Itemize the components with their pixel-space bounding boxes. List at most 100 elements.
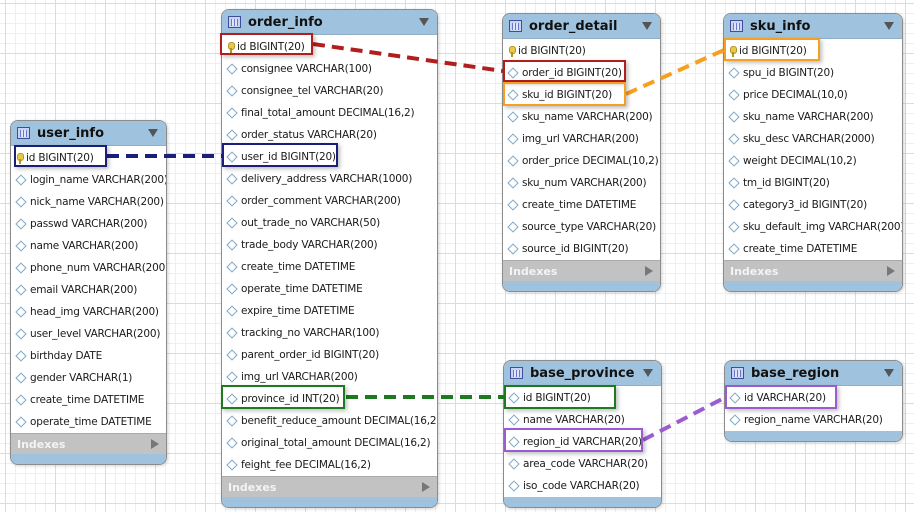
column-row[interactable]: iso_code VARCHAR(20) xyxy=(504,475,661,497)
column-row[interactable]: sku_desc VARCHAR(2000) xyxy=(724,128,902,150)
column-row[interactable]: id VARCHAR(20) xyxy=(725,387,902,409)
column-row[interactable]: create_time DATETIME xyxy=(222,256,437,278)
column-text: consignee_tel VARCHAR(20) xyxy=(241,85,384,97)
column-row[interactable]: sku_num VARCHAR(200) xyxy=(503,172,660,194)
column-diamond-icon xyxy=(728,133,740,145)
column-text: email VARCHAR(200) xyxy=(30,284,138,296)
column-row[interactable]: expire_time DATETIME xyxy=(222,300,437,322)
column-row[interactable]: category3_id BIGINT(20) xyxy=(724,194,902,216)
column-row[interactable]: id BIGINT(20) xyxy=(222,36,437,58)
table-sku-info[interactable]: sku_info id BIGINT(20) spu_id BIGINT(20) p… xyxy=(723,13,903,292)
column-row[interactable]: price DECIMAL(10,0) xyxy=(724,84,902,106)
column-row[interactable]: nick_name VARCHAR(200) xyxy=(11,191,166,213)
table-header[interactable]: user_info xyxy=(11,121,166,146)
column-row[interactable]: name VARCHAR(20) xyxy=(504,409,661,431)
column-row[interactable]: id BIGINT(20) xyxy=(11,147,166,169)
column-row[interactable]: email VARCHAR(200) xyxy=(11,279,166,301)
column-row[interactable]: order_comment VARCHAR(200) xyxy=(222,190,437,212)
column-row[interactable]: create_time DATETIME xyxy=(503,194,660,216)
column-row[interactable]: passwd VARCHAR(200) xyxy=(11,213,166,235)
column-row[interactable]: operate_time DATETIME xyxy=(222,278,437,300)
column-row[interactable]: consignee_tel VARCHAR(20) xyxy=(222,80,437,102)
column-row[interactable]: order_price DECIMAL(10,2) xyxy=(503,150,660,172)
table-title: sku_info xyxy=(750,18,811,34)
table-header[interactable]: order_info xyxy=(222,10,437,35)
table-header[interactable]: base_province xyxy=(504,361,661,386)
column-row[interactable]: sku_id BIGINT(20) xyxy=(503,84,660,106)
table-order-detail[interactable]: order_detail id BIGINT(20)order_id BIGIN… xyxy=(502,13,661,292)
table-header[interactable]: sku_info xyxy=(724,14,902,39)
column-row[interactable]: gender VARCHAR(1) xyxy=(11,367,166,389)
collapse-arrow-icon[interactable] xyxy=(643,369,653,377)
table-base-province[interactable]: base_province id BIGINT(20)name VARCHAR(… xyxy=(503,360,662,508)
column-row[interactable]: phone_num VARCHAR(200) xyxy=(11,257,166,279)
column-row[interactable]: head_img VARCHAR(200) xyxy=(11,301,166,323)
column-row[interactable]: feight_fee DECIMAL(16,2) xyxy=(222,454,437,476)
table-base-region[interactable]: base_region id VARCHAR(20)region_name VA… xyxy=(724,360,903,442)
table-icon xyxy=(510,367,523,379)
column-row[interactable]: parent_order_id BIGINT(20) xyxy=(222,344,437,366)
column-row[interactable]: img_url VARCHAR(200) xyxy=(222,366,437,388)
column-text: sku_id BIGINT(20) xyxy=(522,89,613,101)
table-header[interactable]: order_detail xyxy=(503,14,660,39)
column-diamond-icon xyxy=(15,416,27,428)
column-row[interactable]: source_type VARCHAR(20) xyxy=(503,216,660,238)
column-row[interactable]: user_id BIGINT(20) xyxy=(222,146,437,168)
column-diamond-icon xyxy=(507,111,519,123)
indexes-bar[interactable]: Indexes xyxy=(503,260,660,281)
column-row[interactable]: tm_id BIGINT(20) xyxy=(724,172,902,194)
column-row[interactable]: weight DECIMAL(10,2) xyxy=(724,150,902,172)
column-row[interactable]: sku_name VARCHAR(200) xyxy=(724,106,902,128)
column-row[interactable]: sku_name VARCHAR(200) xyxy=(503,106,660,128)
column-row[interactable]: create_time DATETIME xyxy=(11,389,166,411)
collapse-arrow-icon[interactable] xyxy=(884,22,894,30)
column-row[interactable]: id BIGINT(20) xyxy=(724,40,902,62)
column-row[interactable]: birthday DATE xyxy=(11,345,166,367)
column-text: feight_fee DECIMAL(16,2) xyxy=(241,459,371,471)
column-row[interactable]: operate_time DATETIME xyxy=(11,411,166,433)
column-row[interactable]: region_name VARCHAR(20) xyxy=(725,409,902,431)
column-diamond-icon xyxy=(728,155,740,167)
collapse-arrow-icon[interactable] xyxy=(884,369,894,377)
expand-arrow-icon[interactable] xyxy=(645,266,653,276)
column-row[interactable]: order_id BIGINT(20) xyxy=(503,62,660,84)
table-title: base_region xyxy=(751,365,840,381)
column-row[interactable]: consignee VARCHAR(100) xyxy=(222,58,437,80)
column-row[interactable]: order_status VARCHAR(20) xyxy=(222,124,437,146)
column-row[interactable]: spu_id BIGINT(20) xyxy=(724,62,902,84)
column-row[interactable]: source_id BIGINT(20) xyxy=(503,238,660,260)
column-row[interactable]: final_total_amount DECIMAL(16,2) xyxy=(222,102,437,124)
collapse-arrow-icon[interactable] xyxy=(419,18,429,26)
collapse-arrow-icon[interactable] xyxy=(642,22,652,30)
column-row[interactable]: user_level VARCHAR(200) xyxy=(11,323,166,345)
column-row[interactable]: province_id INT(20) xyxy=(222,388,437,410)
column-row[interactable]: name VARCHAR(200) xyxy=(11,235,166,257)
expand-arrow-icon[interactable] xyxy=(887,266,895,276)
column-row[interactable]: tracking_no VARCHAR(100) xyxy=(222,322,437,344)
expand-arrow-icon[interactable] xyxy=(422,482,430,492)
indexes-bar[interactable]: Indexes xyxy=(724,260,902,281)
collapse-arrow-icon[interactable] xyxy=(148,129,158,137)
column-row[interactable]: sku_default_img VARCHAR(200) xyxy=(724,216,902,238)
expand-arrow-icon[interactable] xyxy=(151,439,159,449)
column-row[interactable]: region_id VARCHAR(20) xyxy=(504,431,661,453)
column-row[interactable]: out_trade_no VARCHAR(50) xyxy=(222,212,437,234)
column-row[interactable]: id BIGINT(20) xyxy=(504,387,661,409)
indexes-bar[interactable]: Indexes xyxy=(11,433,166,454)
table-user-info[interactable]: user_info id BIGINT(20)login_name VARCHA… xyxy=(10,120,167,465)
column-row[interactable]: original_total_amount DECIMAL(16,2) xyxy=(222,432,437,454)
column-row[interactable]: create_time DATETIME xyxy=(724,238,902,260)
column-row[interactable]: login_name VARCHAR(200) xyxy=(11,169,166,191)
column-row[interactable]: area_code VARCHAR(20) xyxy=(504,453,661,475)
column-text: tracking_no VARCHAR(100) xyxy=(241,327,380,339)
column-row[interactable]: trade_body VARCHAR(200) xyxy=(222,234,437,256)
column-row[interactable]: img_url VARCHAR(200) xyxy=(503,128,660,150)
indexes-bar[interactable]: Indexes xyxy=(222,476,437,497)
column-text: spu_id BIGINT(20) xyxy=(743,67,834,79)
column-row[interactable]: id BIGINT(20) xyxy=(503,40,660,62)
column-row[interactable]: delivery_address VARCHAR(1000) xyxy=(222,168,437,190)
column-text: category3_id BIGINT(20) xyxy=(743,199,868,211)
table-order-info[interactable]: order_info id BIGINT(20)consignee VARCHA… xyxy=(221,9,438,508)
table-header[interactable]: base_region xyxy=(725,361,902,386)
column-row[interactable]: benefit_reduce_amount DECIMAL(16,2) xyxy=(222,410,437,432)
